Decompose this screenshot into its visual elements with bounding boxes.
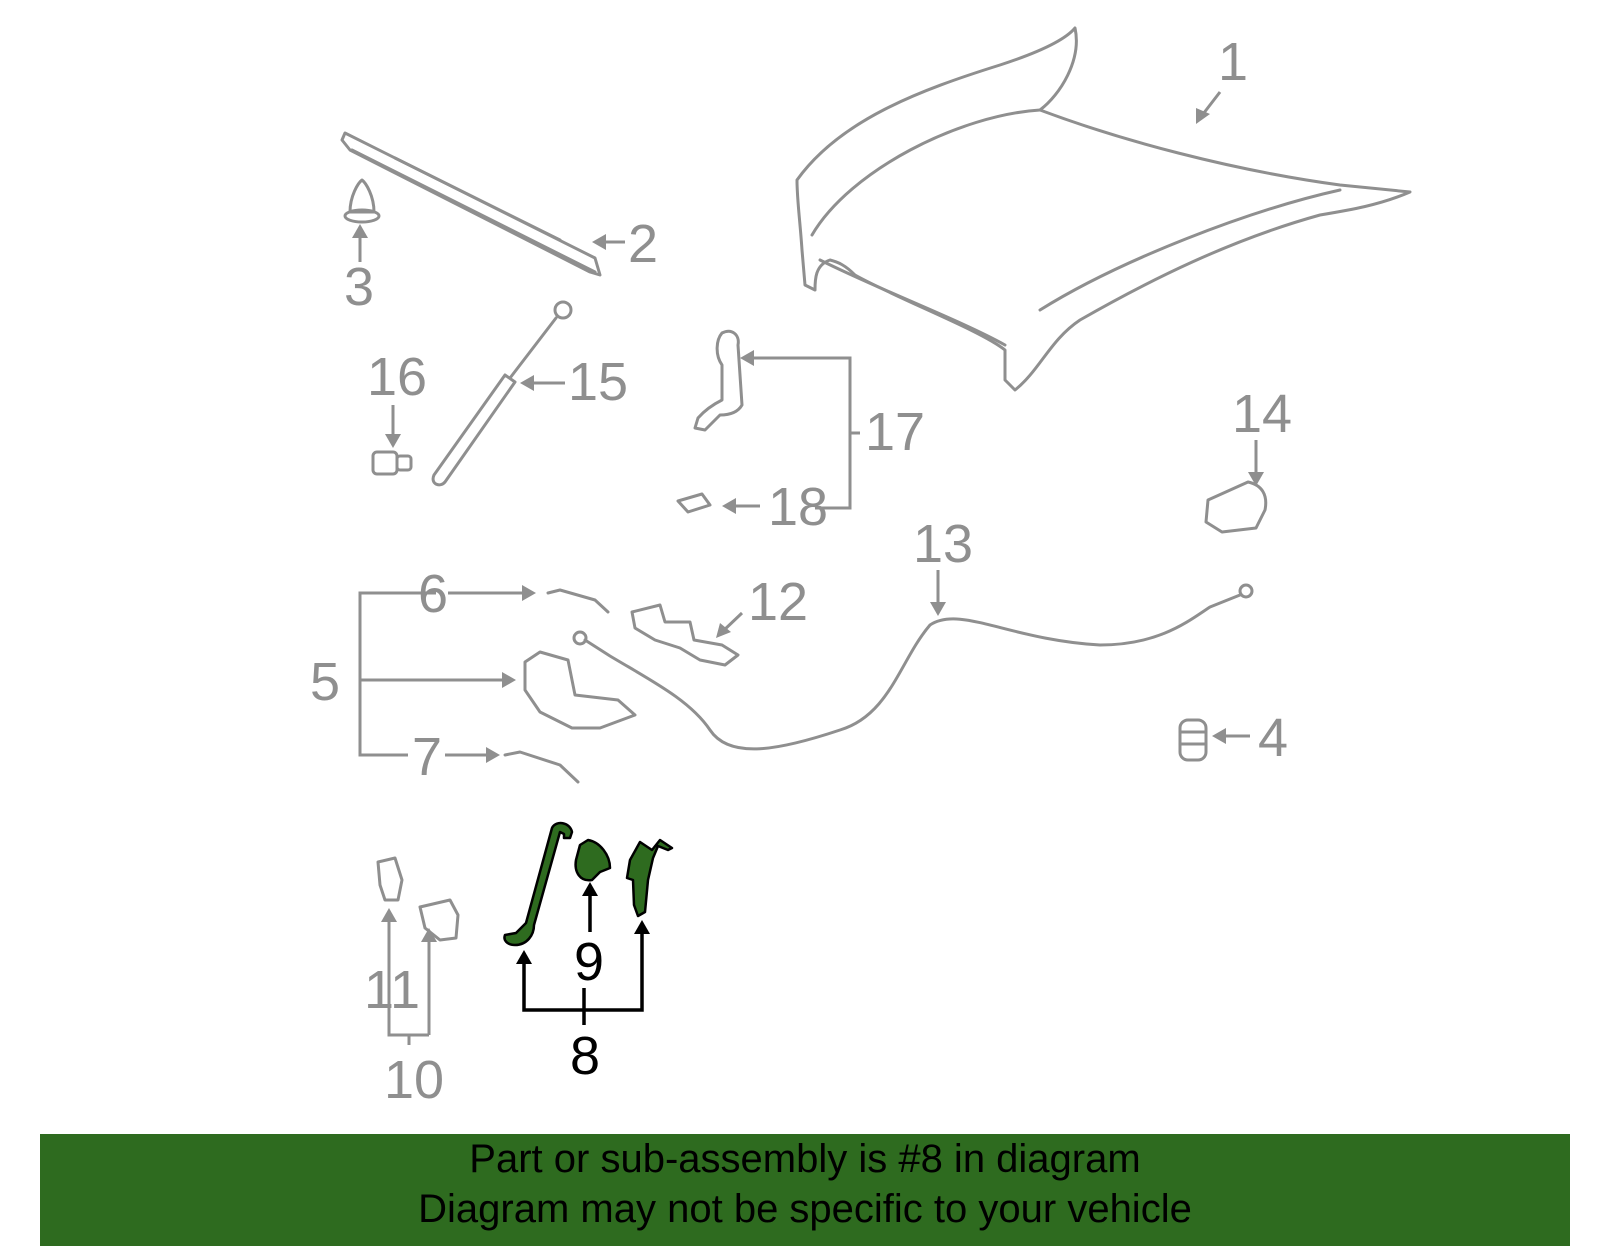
callout-16: 16	[367, 347, 427, 407]
part-11-clip	[376, 856, 404, 902]
callout-18: 18	[768, 477, 828, 537]
part-14-bumper	[1204, 480, 1268, 534]
part-7-spring	[503, 750, 580, 784]
arrowhead-11	[381, 908, 397, 922]
part-2-weatherstrip	[340, 131, 602, 277]
part-10-clip	[418, 898, 460, 942]
leader-5-bracket	[358, 591, 436, 757]
part-1-hood	[795, 26, 1412, 392]
arrowhead-15	[520, 375, 534, 391]
arrowhead-12	[716, 623, 731, 638]
callout-1: 1	[1218, 32, 1248, 92]
arrowhead-17	[740, 350, 754, 366]
part-8-bracket	[625, 838, 674, 918]
arrowhead-3	[352, 224, 368, 238]
part-13-release-cable	[572, 583, 1254, 751]
arrowhead-9	[582, 882, 598, 896]
arrowhead-10	[421, 928, 437, 942]
arrowhead-14	[1248, 472, 1264, 486]
callout-17: 17	[865, 402, 925, 462]
part-18-shim	[676, 492, 712, 514]
part-15-lift-support	[431, 300, 573, 487]
part-8-rod	[503, 821, 574, 947]
part-12-bracket	[630, 603, 740, 667]
part-4-bumper-stop	[1178, 718, 1208, 762]
callout-12: 12	[748, 572, 808, 632]
arrowhead-5	[502, 672, 516, 688]
arrowhead-18	[722, 498, 736, 514]
part-16-bolt	[371, 450, 413, 476]
callout-9: 9	[574, 932, 604, 992]
info-banner: Part or sub-assembly is #8 in diagram Di…	[40, 1134, 1570, 1246]
banner-line-1: Part or sub-assembly is #8 in diagram	[469, 1137, 1141, 1181]
leader-10-bracket	[387, 1012, 429, 1037]
part-17-hinge	[693, 329, 744, 432]
arrowhead-2	[592, 234, 606, 250]
callout-5: 5	[310, 652, 340, 712]
callout-11: 11	[364, 960, 420, 1020]
callout-15: 15	[568, 352, 628, 412]
part-6-spring	[546, 588, 610, 614]
arrowhead-13	[930, 602, 946, 616]
arrowhead-8-right	[634, 920, 650, 934]
arrowhead-6	[522, 585, 536, 601]
callout-13: 13	[913, 514, 973, 574]
arrowhead-7	[486, 747, 500, 763]
callout-2: 2	[628, 214, 658, 274]
arrowhead-1	[1196, 108, 1210, 124]
arrowhead-4	[1212, 728, 1226, 744]
arrowhead-8-left	[516, 950, 532, 964]
part-5-latch	[523, 650, 637, 730]
callout-3: 3	[344, 257, 374, 317]
callout-10: 10	[384, 1050, 444, 1110]
arrowhead-16	[385, 434, 401, 448]
part-9-grommet	[574, 838, 612, 882]
callout-7: 7	[412, 727, 442, 787]
callout-8: 8	[570, 1026, 600, 1086]
part-3-clip	[343, 178, 381, 224]
callout-14: 14	[1232, 384, 1292, 444]
callout-4: 4	[1258, 708, 1288, 768]
banner-line-2: Diagram may not be specific to your vehi…	[418, 1187, 1192, 1231]
